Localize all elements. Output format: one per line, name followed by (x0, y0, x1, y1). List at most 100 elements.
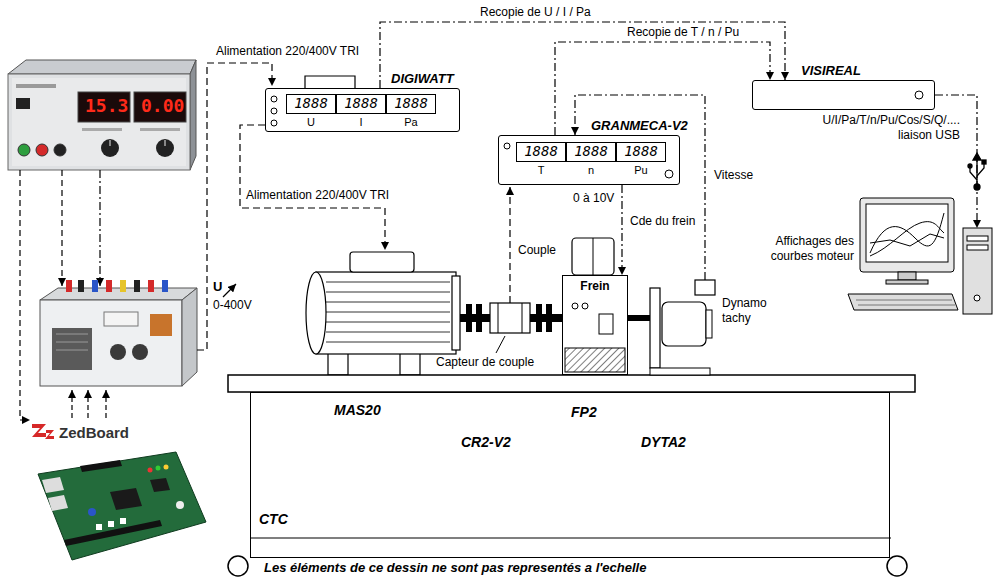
test-bench: MAS20FP2CR2-V2DYTA2CTC (250, 392, 890, 558)
usb-symbol (970, 168, 977, 180)
computer-drawing (870, 222, 944, 256)
motor (326, 302, 450, 303)
computer-drawing (974, 295, 980, 301)
instrument-box-drawing (915, 91, 923, 99)
inverter (66, 280, 72, 292)
tacho-dynamo-drawing (650, 280, 716, 375)
inverter (148, 280, 154, 292)
zedboard-logo (45, 430, 54, 439)
power-supply (8, 60, 196, 170)
zedboard-logo (32, 424, 46, 437)
computer-drawing (870, 234, 944, 246)
torque-sensor (490, 303, 530, 333)
display-digits: 1888 (517, 143, 565, 160)
instrument-box-drawing (665, 170, 673, 178)
digital-display: 1888T (516, 142, 566, 162)
tacho-dynamo-drawing (650, 288, 660, 368)
display-value: 0.00 (140, 95, 185, 116)
signal-line (621, 185, 622, 275)
tacho-dynamo-drawing (650, 368, 710, 375)
brake-unit: Frein (562, 275, 628, 375)
digital-display: 1888U (286, 94, 336, 114)
drawing-note: Les éléments de ce dessin ne sont pas re… (262, 560, 648, 575)
motor (326, 292, 450, 293)
inverter (106, 280, 112, 292)
supply-label: Alimentation 220/400V TRI (215, 44, 360, 58)
display-unit: n (567, 164, 615, 177)
computer-caption: Affichages des courbes moteur (756, 234, 854, 264)
shaft-coupling (466, 304, 472, 332)
zedboard (150, 478, 170, 492)
board-logo: ZedBoard (58, 424, 130, 441)
zedboard (42, 477, 64, 493)
inverter (56, 334, 88, 335)
computer-drawing (858, 305, 955, 306)
signal-label: Recopie de T / n / Pu (625, 25, 741, 39)
torque-sensor (498, 303, 499, 333)
instrument-box: GRANMECA-V21888T1888n1888Pu (498, 135, 680, 185)
dynamo-label: Dynamo tachy (722, 296, 782, 326)
brake-motor (572, 238, 614, 275)
power-supply (78, 92, 130, 122)
inverter (182, 288, 197, 386)
usb-symbol (968, 164, 972, 168)
signal-label: U/I/Pa/T/n/Pu/Cos/S/Q/.... liaison USB (798, 113, 962, 143)
zedboard (108, 521, 114, 527)
motor (326, 282, 450, 283)
power-supply (18, 144, 30, 156)
tacho-dynamo-drawing (695, 280, 715, 295)
digital-display: 1888Pu (616, 142, 666, 162)
zedboard (110, 488, 142, 510)
display-digits: 1888 (567, 143, 615, 160)
instrument-box-drawing (271, 120, 277, 126)
signal-label: Couple (517, 243, 557, 257)
signal-label: Vitesse (712, 168, 755, 182)
motor (452, 276, 460, 350)
signal-line (380, 22, 785, 88)
motor (326, 342, 450, 343)
bench-top (228, 375, 915, 392)
brake-unit-drawing (582, 303, 588, 309)
computer-drawing (860, 198, 954, 272)
bench-top (228, 375, 915, 576)
bench-part-name: FP2 (571, 404, 597, 420)
display-unit: T (517, 164, 565, 177)
computer-drawing (898, 272, 916, 280)
inverter (132, 344, 148, 360)
inverter (150, 314, 172, 336)
brake-motor (572, 238, 614, 275)
shaft-coupling (546, 304, 552, 332)
signal-line (575, 95, 705, 280)
digital-display: 1888n (566, 142, 616, 162)
power-supply (8, 74, 190, 170)
zedboard (38, 452, 206, 560)
computer-drawing (860, 228, 993, 318)
digital-display: 1888Pa (386, 94, 436, 114)
usb-symbol (982, 160, 986, 164)
bench-part-name: CR2-V2 (461, 434, 511, 450)
shaft-coupling (476, 304, 482, 332)
computer-drawing (886, 280, 928, 284)
motor (306, 272, 326, 354)
control-wire (71, 390, 72, 418)
inverter (56, 342, 88, 343)
shaft-coupling (536, 304, 542, 332)
display-digits: 1888 (337, 95, 385, 112)
tacho-dynamo: Dynamo tachy (650, 280, 716, 375)
computer-drawing (866, 204, 948, 262)
instrument-name: VISIREAL (801, 63, 861, 78)
inverter (162, 280, 168, 292)
inverter (120, 280, 126, 292)
inverter (40, 300, 182, 386)
computer-drawing (856, 300, 952, 301)
computer-drawing (963, 228, 992, 314)
instrument-box-drawing (753, 81, 934, 109)
motor (326, 282, 450, 342)
shaft-coupling (628, 315, 650, 321)
power-supply (82, 128, 122, 131)
inverter (56, 350, 88, 351)
bench-top (228, 556, 248, 576)
power-supply (54, 144, 66, 156)
motor (326, 322, 450, 323)
zedboard (38, 452, 206, 560)
